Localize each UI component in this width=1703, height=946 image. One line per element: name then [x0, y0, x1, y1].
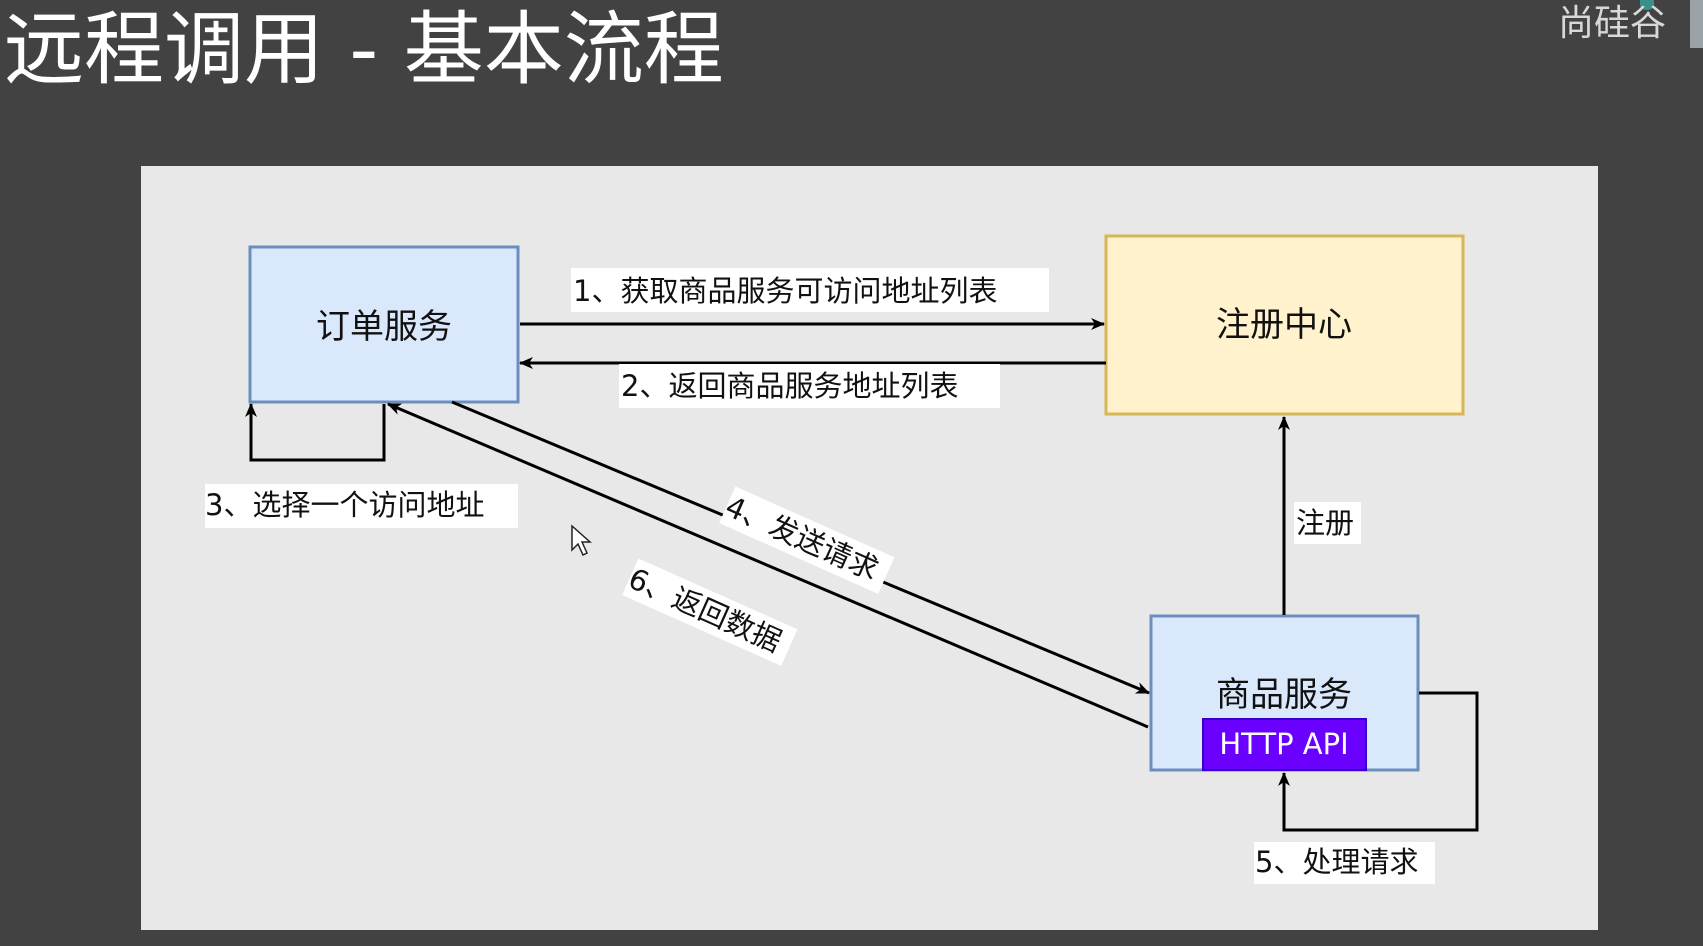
step6-label: 6、返回数据 — [623, 561, 786, 659]
registry-node: 注册中心 — [1104, 234, 1465, 416]
product-service-label: 商品服务 — [1216, 675, 1352, 715]
step4-label-bg — [719, 486, 895, 594]
brand-logo-dot — [1640, 0, 1654, 10]
register-label-bg — [1294, 502, 1361, 544]
step2-label-bg — [619, 364, 1000, 408]
slide-title: 远程调用 - 基本流程 — [4, 3, 724, 96]
http-api-label: HTTP API — [1219, 727, 1348, 761]
step5-arrow — [1278, 691, 1479, 832]
step3-label-bg — [205, 484, 518, 528]
step1-label: 1、获取商品服务可访问地址列表 — [573, 274, 997, 308]
mouse-cursor-icon — [571, 524, 592, 557]
step6-label-bg — [622, 558, 798, 666]
step1-label-bg — [571, 268, 1049, 312]
order-service-node: 订单服务 — [248, 245, 520, 404]
order-service-label: 订单服务 — [316, 307, 452, 347]
step4-label: 4、发送请求 — [720, 489, 883, 587]
step2-label: 2、返回商品服务地址列表 — [621, 369, 958, 403]
step5-label: 5、处理请求 — [1255, 845, 1418, 879]
brand-logo-text: 尚硅谷 — [1558, 3, 1667, 44]
http-api-badge — [1202, 718, 1367, 771]
step5-label-bg — [1254, 842, 1435, 884]
step3-arrow — [245, 403, 386, 462]
register-label: 注册 — [1296, 506, 1354, 540]
brand-logo-mark — [1690, 0, 1703, 48]
step6-arrow — [387, 402, 1149, 729]
registry-label: 注册中心 — [1216, 305, 1352, 345]
step3-label: 3、选择一个访问地址 — [205, 488, 484, 522]
product-service-node: 商品服务 HTTP API — [1149, 614, 1420, 772]
